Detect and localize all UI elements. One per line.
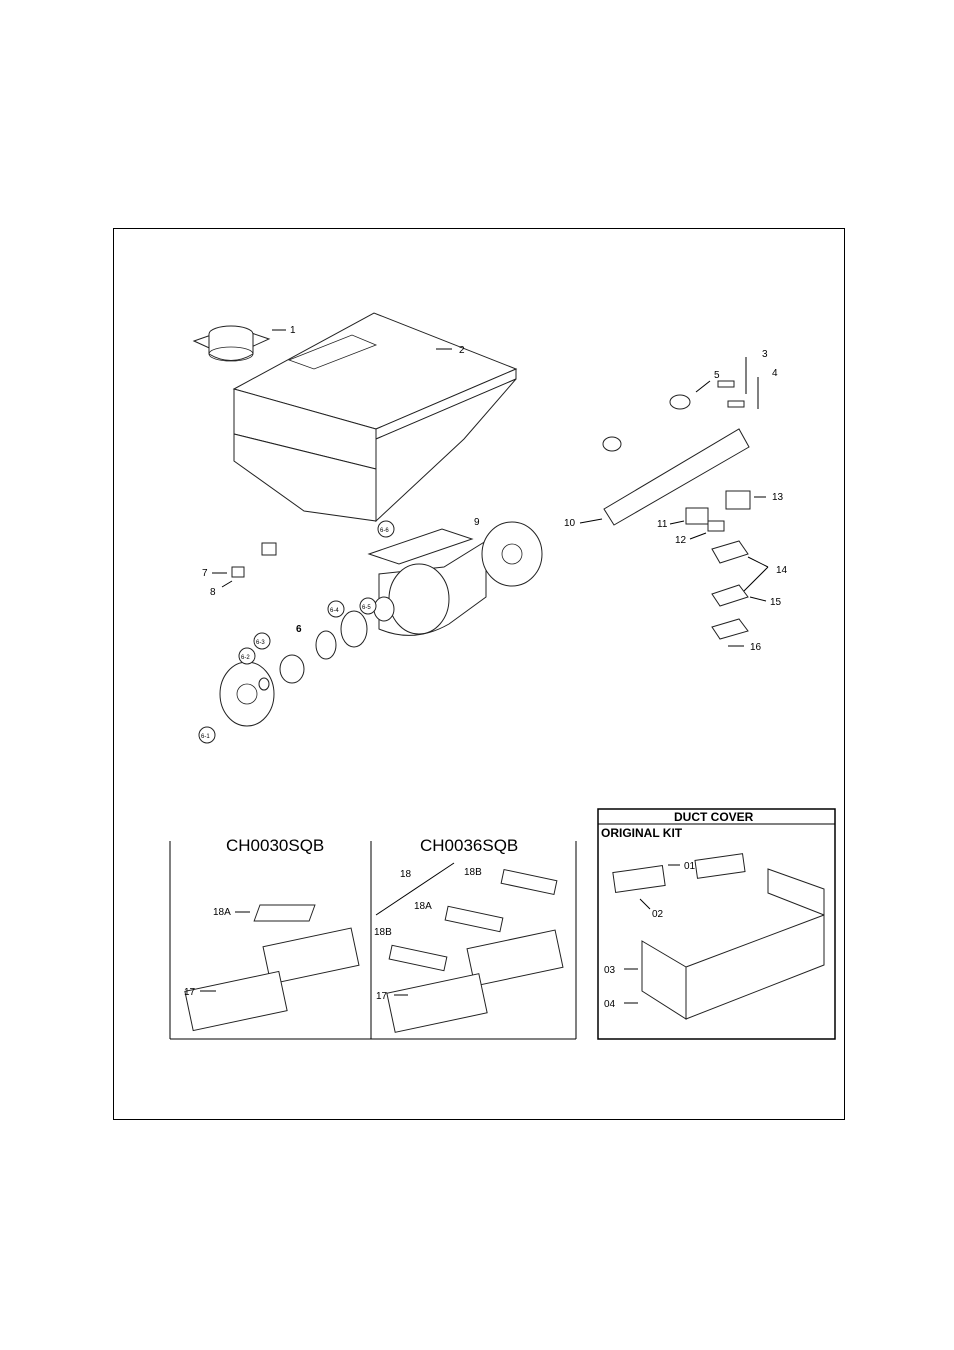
capacitor-part <box>708 521 724 531</box>
label-part-10: 10 <box>564 518 576 529</box>
label-part-6-5: 6-5 <box>362 605 371 611</box>
knob-part <box>670 395 690 409</box>
label-part-1: 1 <box>290 325 296 336</box>
label-filter-17: 17 <box>184 987 196 998</box>
filter-frame-18a-36 <box>445 906 503 931</box>
duct-cover-title: DUCT COVER <box>674 810 754 824</box>
label-part-6-6: 6-6 <box>380 528 389 534</box>
switch-part <box>718 381 734 387</box>
label-part-4: 4 <box>772 368 778 379</box>
transformer-part <box>686 508 708 524</box>
exploded-parts-diagram: 1 2 7 8 6-6 9 6-1 6-2 6-3 6 <box>114 229 846 1121</box>
lamp-cover-part <box>712 541 748 563</box>
label-filter-18a-36: 18A <box>414 901 432 912</box>
label-part-3: 3 <box>762 349 768 360</box>
hood-body-part <box>234 313 516 521</box>
label-part-2: 2 <box>459 345 465 356</box>
control-panel-part <box>604 429 749 525</box>
duct-bracket-part <box>695 854 745 879</box>
filter-frame-18a <box>254 905 315 921</box>
grease-filter-part <box>467 930 563 986</box>
label-filter-18b-left: 18B <box>374 927 392 938</box>
filter-frame-18b-left <box>389 945 447 970</box>
label-part-14: 14 <box>776 565 788 576</box>
duct-collar-part <box>194 326 269 361</box>
switch-part <box>728 401 744 407</box>
label-part-7: 7 <box>202 568 208 579</box>
duct-cover-subtitle: ORIGINAL KIT <box>601 826 683 840</box>
label-part-6-1: 6-1 <box>201 734 210 740</box>
diagram-frame: 1 2 7 8 6-6 9 6-1 6-2 6-3 6 <box>113 228 845 1120</box>
label-duct-03: 03 <box>604 965 616 976</box>
filter-title-ch0030sqb: CH0030SQB <box>226 836 324 855</box>
lamp-housing-part <box>712 585 748 606</box>
knob-part <box>603 437 621 451</box>
label-part-9: 9 <box>474 517 480 528</box>
label-part-16: 16 <box>750 642 762 653</box>
label-part-6-4: 6-4 <box>330 608 339 614</box>
blower-housing-part <box>369 522 542 635</box>
label-part-6-3: 6-3 <box>256 640 265 646</box>
label-part-6-2: 6-2 <box>241 655 250 661</box>
lamp-plate-part <box>712 619 748 639</box>
light-part <box>726 491 750 509</box>
label-part-11: 11 <box>657 519 668 530</box>
label-part-8: 8 <box>210 587 216 598</box>
label-filter-18b-top: 18B <box>464 867 482 878</box>
label-filter-18: 18 <box>400 869 412 880</box>
bracket-part <box>262 543 276 555</box>
duct-cover-part <box>642 869 824 1019</box>
duct-bracket-part <box>613 866 665 893</box>
grease-filter-part <box>185 971 287 1030</box>
label-duct-04: 04 <box>604 999 616 1010</box>
filter-frame-18b <box>501 870 557 895</box>
filter-title-ch0036sqb: CH0036SQB <box>420 836 518 855</box>
bracket-part <box>232 567 244 577</box>
label-duct-02: 02 <box>652 909 664 920</box>
label-filter-17-36: 17 <box>376 991 388 1002</box>
label-filter-18a: 18A <box>213 907 231 918</box>
label-part-15: 15 <box>770 597 782 608</box>
label-part-5: 5 <box>714 370 720 381</box>
grease-filter-part <box>387 974 487 1033</box>
label-part-6: 6 <box>296 624 302 635</box>
label-duct-01: 01 <box>684 861 696 872</box>
label-part-12: 12 <box>675 535 687 546</box>
label-part-13: 13 <box>772 492 784 503</box>
